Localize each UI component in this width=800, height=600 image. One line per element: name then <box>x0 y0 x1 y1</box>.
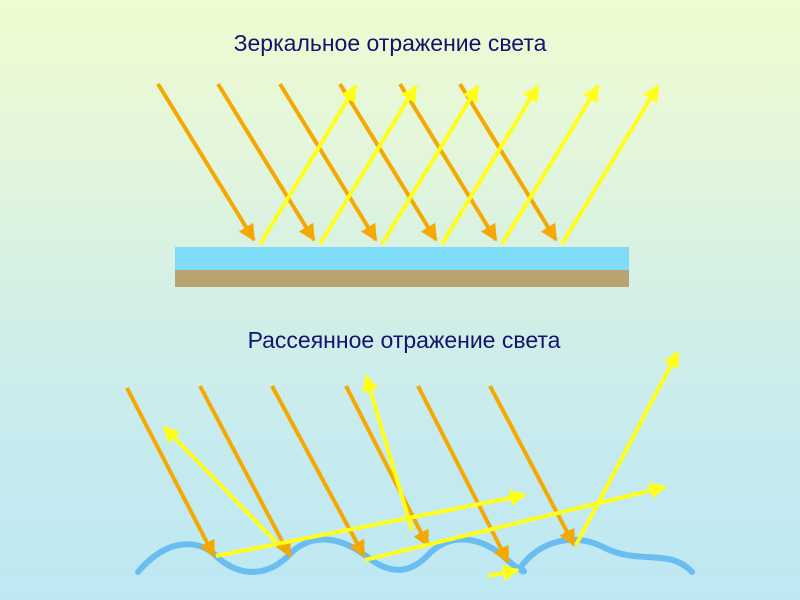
specular-reflection-title: Зеркальное отражение света <box>233 30 547 56</box>
diffuse-reflection-title: Рассеянное отражение света <box>247 327 561 353</box>
specular-reflected-ray <box>440 84 540 246</box>
diffuse-incident-ray <box>416 385 510 564</box>
diffuse-incident-ray <box>198 385 292 558</box>
diffuse-incident-ray <box>270 385 366 558</box>
diffuse-incident-ray <box>344 385 430 548</box>
specular-incident-ray <box>398 82 498 242</box>
diffuse-reflected-ray <box>362 374 414 531</box>
specular-reflected-ray <box>560 84 660 246</box>
mirror-base <box>175 270 629 287</box>
diffuse-incident-ray <box>125 387 216 558</box>
mirror-surface <box>175 247 629 270</box>
diffuse-reflected-ray <box>487 564 520 582</box>
specular-reflected-ray <box>318 84 418 246</box>
specular-reflected-ray <box>380 84 480 246</box>
diffuse-reflected-ray <box>364 482 667 562</box>
mirror-plate <box>175 247 629 287</box>
specular-incident-ray <box>278 82 378 242</box>
specular-incident-ray <box>338 82 438 242</box>
diffuse-incident-ray <box>488 385 576 547</box>
diffuse-reflected-ray <box>574 350 680 546</box>
specular-incident-ray <box>156 82 256 242</box>
diffuse-incident-rays <box>125 385 576 564</box>
diffuse-reflected-ray <box>162 425 278 544</box>
specular-reflected-ray <box>258 84 358 246</box>
wavy-surface <box>135 536 695 575</box>
specular-reflected-ray <box>500 84 600 246</box>
diffuse-reflected-rays <box>162 350 680 582</box>
specular-incident-ray <box>216 82 316 242</box>
specular-incident-rays <box>156 82 558 242</box>
diffuse-reflected-ray <box>215 489 527 558</box>
specular-incident-ray <box>458 82 558 242</box>
specular-reflected-rays <box>258 84 660 246</box>
